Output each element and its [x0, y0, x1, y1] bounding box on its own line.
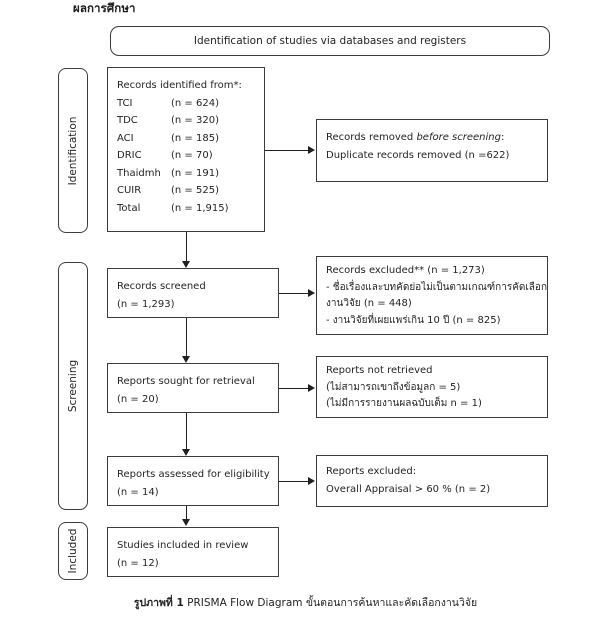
reports-excluded-content: Reports excluded: Overall Appraisal > 60… — [317, 456, 547, 498]
reports-sought-line-1: Reports sought for retrieval — [117, 376, 255, 387]
reports-sought-line-2: (n = 20) — [117, 393, 159, 405]
arrow-sought-to-assessed — [181, 449, 190, 456]
records-screened-content: Records screened (n = 1,293) — [108, 269, 278, 313]
stage-label-screening: Screening — [67, 359, 79, 413]
source-name-thaidmh: Thaidmh — [117, 167, 161, 179]
records-removed-line-2: Duplicate records removed (n =622) — [326, 149, 510, 161]
stage-label-identification: Identification — [67, 116, 79, 185]
arrow-identified-to-removed — [308, 146, 315, 154]
reports-not-retrieved-content: Reports not retrieved (ไม่สามารถเขาถึงข้… — [317, 357, 547, 413]
reports-excluded-line-2: Overall Appraisal > 60 % (n = 2) — [326, 483, 491, 495]
stage-bar-screening: Screening — [58, 262, 88, 510]
diagram-title-bar: Identification of studies via databases … — [110, 26, 550, 56]
studies-included-line-2: (n = 12) — [117, 557, 159, 569]
diagram-title-text: Identification of studies via databases … — [193, 35, 467, 47]
records-identified-content: Records identified from*: TCI (n = 624) T… — [108, 68, 264, 217]
connector-assessed-to-excluded — [279, 481, 308, 482]
source-row-thaidmh: Thaidmh (n = 191) — [117, 165, 255, 183]
arrow-screened-to-excluded — [308, 289, 315, 297]
page-title: ผลการศึกษา — [73, 1, 136, 15]
source-name-aci: ACI — [117, 132, 134, 144]
figure-caption-text: PRISMA Flow Diagram ขั้นตอนการค้นหาและคั… — [183, 597, 478, 609]
records-excluded-content: Records excluded** (n = 1,273) - ชื่อเรื… — [317, 257, 547, 329]
box-reports-assessed: Reports assessed for eligibility (n = 14… — [107, 456, 279, 506]
records-screened-line-1: Records screened — [117, 281, 206, 292]
reports-not-retrieved-line-2: (ไม่สามารถเขาถึงข้อมูลก = 5) — [326, 381, 461, 393]
connector-identified-to-removed — [265, 150, 308, 151]
connector-sought-to-not-retrieved — [279, 388, 308, 389]
reports-not-retrieved-line-3: (ไม่มีการรายงานผลฉบับเต็ม n = 1) — [326, 398, 482, 409]
source-count-dric: (n = 70) — [171, 150, 213, 161]
connector-identified-to-screened — [186, 232, 187, 266]
source-row-total: Total (n = 1,915) — [117, 200, 255, 218]
box-studies-included: Studies included in review (n = 12) — [107, 527, 279, 577]
box-reports-not-retrieved: Reports not retrieved (ไม่สามารถเขาถึงข้… — [316, 356, 548, 418]
records-excluded-line-4: - งานวิจัยที่เผยแพร่เกิน 10 ปี (n = 825) — [326, 314, 501, 326]
source-name-tci: TCI — [117, 97, 133, 109]
box-records-excluded: Records excluded** (n = 1,273) - ชื่อเรื… — [316, 256, 548, 335]
connector-sought-to-assessed — [186, 413, 187, 453]
reports-assessed-content: Reports assessed for eligibility (n = 14… — [108, 457, 278, 501]
reports-sought-content: Reports sought for retrieval (n = 20) — [108, 364, 278, 408]
box-reports-excluded: Reports excluded: Overall Appraisal > 60… — [316, 455, 548, 507]
studies-included-line-1: Studies included in review — [117, 540, 249, 551]
box-records-screened: Records screened (n = 1,293) — [107, 268, 279, 318]
records-removed-emphasis: before screening — [416, 132, 501, 143]
reports-assessed-line-1: Reports assessed for eligibility — [117, 469, 270, 480]
source-name-tdc: TDC — [117, 115, 138, 126]
source-count-tdc: (n = 320) — [171, 115, 219, 126]
records-excluded-line-2: - ชื่อเรื่องและบทคัดย่อไม่เป็นตามเกณฑ์กา… — [326, 281, 547, 293]
stage-bar-included: Included — [58, 522, 88, 580]
records-excluded-line-3: งานวิจัย (n = 448) — [326, 298, 412, 309]
source-row-aci: ACI (n = 185) — [117, 130, 255, 148]
connector-assessed-to-included — [186, 506, 187, 524]
figure-caption: รูปภาพที่ 1 PRISMA Flow Diagram ขั้นตอนก… — [0, 594, 611, 611]
reports-excluded-line-1: Reports excluded: — [326, 466, 417, 477]
source-name-dric: DRIC — [117, 150, 142, 161]
source-name-total: Total — [117, 202, 141, 214]
records-identified-header: Records identified from*: — [117, 80, 242, 91]
box-records-removed: Records removed before screening: Duplic… — [316, 119, 548, 182]
box-records-identified: Records identified from*: TCI (n = 624) T… — [107, 67, 265, 232]
source-count-cuir: (n = 525) — [171, 185, 219, 196]
source-count-tci: (n = 624) — [171, 97, 219, 109]
records-removed-post: : — [500, 132, 505, 143]
records-excluded-line-1: Records excluded** (n = 1,273) — [326, 265, 485, 276]
arrow-assessed-to-included — [181, 519, 190, 526]
reports-not-retrieved-line-1: Reports not retrieved — [326, 365, 433, 376]
arrow-screened-to-sought — [181, 356, 190, 363]
figure-caption-number: รูปภาพที่ 1 — [133, 597, 184, 609]
source-row-dric: DRIC (n = 70) — [117, 147, 255, 165]
records-removed-pre: Records removed — [326, 132, 417, 143]
source-row-tci: TCI (n = 624) — [117, 95, 255, 113]
source-row-tdc: TDC (n = 320) — [117, 112, 255, 130]
box-reports-sought: Reports sought for retrieval (n = 20) — [107, 363, 279, 413]
records-removed-content: Records removed before screening: Duplic… — [317, 120, 547, 164]
connector-screened-to-sought — [186, 318, 187, 360]
source-count-aci: (n = 185) — [171, 132, 219, 144]
source-count-total: (n = 1,915) — [171, 202, 229, 214]
source-count-thaidmh: (n = 191) — [171, 167, 219, 179]
records-screened-line-2: (n = 1,293) — [117, 298, 175, 310]
source-row-cuir: CUIR (n = 525) — [117, 182, 255, 200]
arrow-identified-to-screened — [181, 261, 190, 268]
stage-label-included: Included — [67, 528, 79, 574]
reports-assessed-line-2: (n = 14) — [117, 486, 159, 498]
stage-bar-identification: Identification — [58, 68, 88, 233]
source-name-cuir: CUIR — [117, 185, 142, 196]
arrow-sought-to-not-retrieved — [308, 384, 315, 392]
connector-screened-to-excluded — [279, 293, 308, 294]
records-removed-line-1: Records removed before screening: — [326, 129, 538, 147]
arrow-assessed-to-excluded — [308, 477, 315, 485]
studies-included-content: Studies included in review (n = 12) — [108, 528, 278, 572]
